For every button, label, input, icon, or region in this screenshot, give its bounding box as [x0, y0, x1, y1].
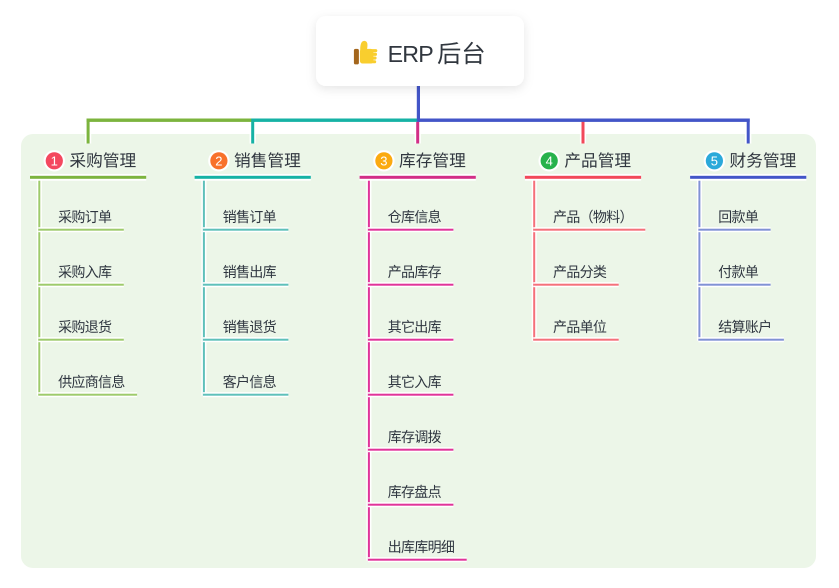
svg-text:4: 4	[546, 154, 553, 169]
svg-text:3: 3	[380, 154, 387, 169]
svg-text:ERP: ERP	[388, 41, 434, 67]
svg-text:2: 2	[215, 154, 222, 169]
svg-text:5: 5	[711, 154, 718, 169]
svg-text:1: 1	[51, 154, 58, 169]
